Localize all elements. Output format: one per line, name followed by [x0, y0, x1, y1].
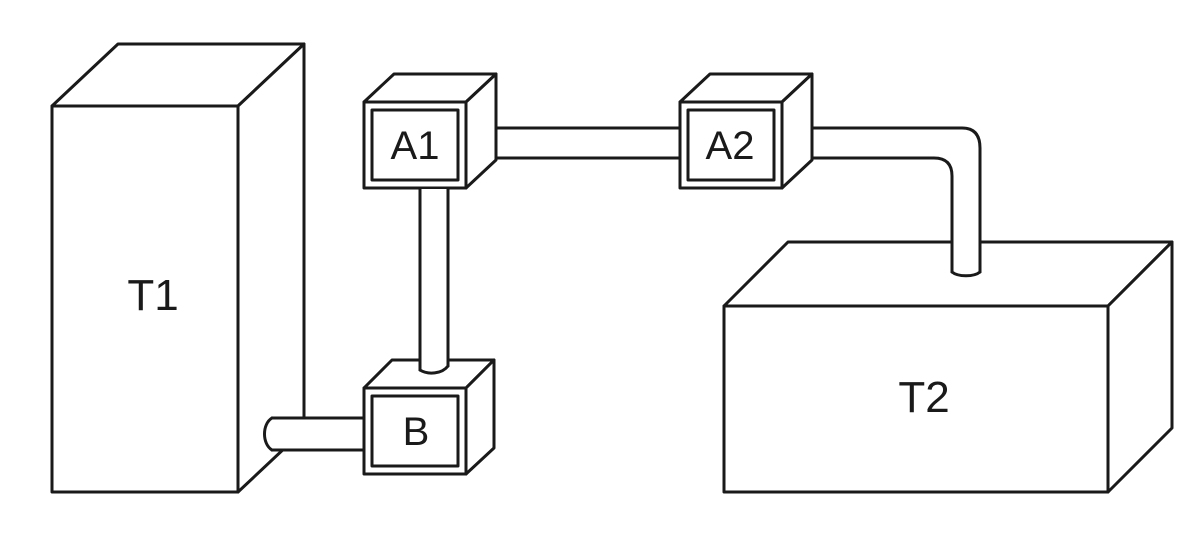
unit-b: B [362, 358, 496, 476]
unit-b-label: B [403, 410, 430, 454]
tank-t1-label: T1 [127, 271, 178, 320]
pipe-b-to-a1-front [418, 186, 450, 375]
tank-t1: T1 [50, 42, 306, 494]
tank-t2-front-face [722, 304, 1110, 494]
pipe-t1-stub-front [263, 416, 370, 452]
tank-t2-top-face [722, 240, 1174, 308]
unit-a1-label: A1 [391, 124, 440, 168]
tank-t2-label: T2 [898, 373, 949, 422]
tank-t2: T2 [722, 240, 1174, 494]
unit-a2: A2 [678, 72, 814, 190]
unit-a1: A1 [362, 72, 498, 190]
tank-t1-front-face [50, 104, 240, 494]
unit-a2-label: A2 [706, 124, 755, 168]
pipe-a2-to-t2-front [950, 226, 982, 278]
pipe-a1-to-a2 [480, 126, 684, 160]
